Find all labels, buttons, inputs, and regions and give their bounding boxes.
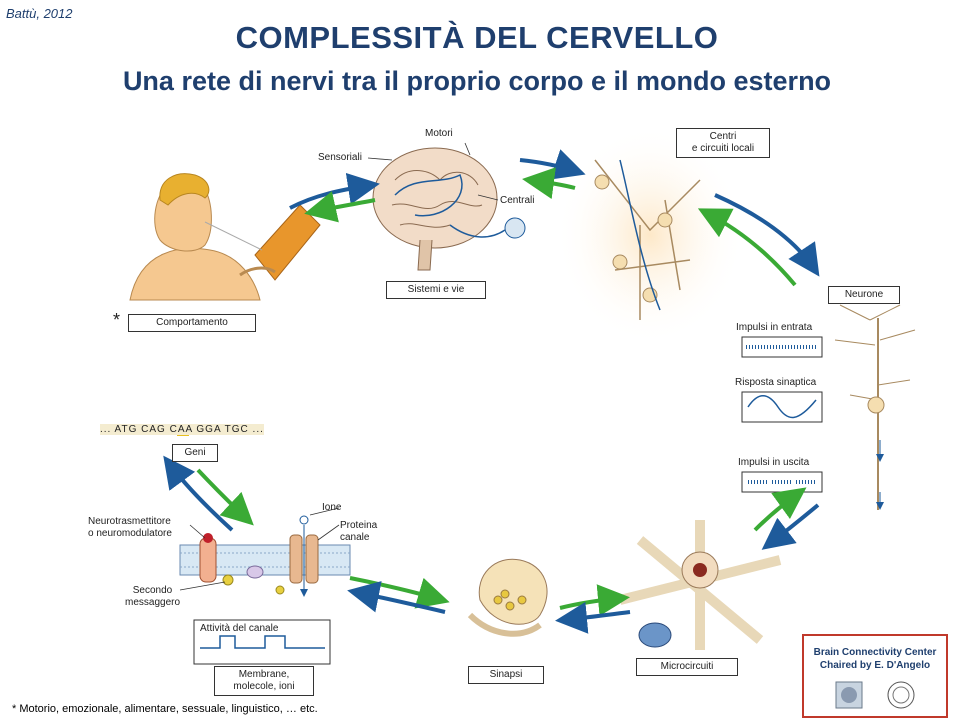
neurotrasmettitore-line2: o neuromodulatore xyxy=(88,528,172,539)
brand-line2: Chaired by E. D'Angelo xyxy=(819,660,931,671)
brain-illustration xyxy=(372,147,526,271)
author-credit: Battù, 2012 xyxy=(6,6,73,21)
centri-line2: e circuiti locali xyxy=(691,143,755,154)
leader-lines xyxy=(179,142,499,591)
proteina-line1: Proteina xyxy=(340,520,378,531)
dna-sequence: ... ATG CAG CAA GGA TGC ... xyxy=(100,424,264,435)
label-centrali: Centrali xyxy=(500,195,535,206)
comportamento-asterisk: * xyxy=(113,310,121,330)
secondo-line1: Secondo xyxy=(132,585,173,596)
label-neurone: Neurone xyxy=(828,286,900,304)
label-risposta-sinaptica: Risposta sinaptica xyxy=(735,377,817,388)
membrane-line1: Membrane, xyxy=(238,669,290,680)
microcircuit-illustration xyxy=(618,520,782,650)
label-comportamento: Comportamento xyxy=(128,314,256,332)
person-illustration xyxy=(129,173,321,301)
impulse-traces xyxy=(193,336,823,665)
label-sensoriali: Sensoriali xyxy=(318,152,362,163)
centri-line1: Centri xyxy=(709,131,737,142)
cycle-arrows xyxy=(163,149,820,634)
brand-line1: Brain Connectivity Center xyxy=(813,647,937,658)
label-geni: Geni xyxy=(172,444,218,462)
label-ione: Ione xyxy=(322,502,342,513)
local-circuit-illustration xyxy=(555,125,745,345)
label-membrane: Membrane, molecole, ioni xyxy=(214,666,314,696)
label-attivita-canale: Attività del canale xyxy=(200,623,279,634)
label-secondo-messaggero: Secondo messaggero xyxy=(125,585,180,609)
label-impulsi-entrata: Impulsi in entrata xyxy=(736,322,813,333)
proteina-line2: canale xyxy=(340,532,370,543)
label-motori: Motori xyxy=(425,128,453,139)
label-sistemi-e-vie: Sistemi e vie xyxy=(386,281,486,299)
secondo-line2: messaggero xyxy=(125,597,181,608)
page-subtitle: Una rete di nervi tra il proprio corpo e… xyxy=(122,66,832,96)
label-microcircuiti: Microcircuiti xyxy=(636,658,738,676)
brand-logos xyxy=(835,681,915,709)
membrane-illustration xyxy=(179,515,351,597)
label-sinapsi: Sinapsi xyxy=(468,666,544,684)
synapse-illustration xyxy=(467,558,548,637)
membrane-line2: molecole, ioni xyxy=(233,681,295,692)
label-neurotrasmettitore: Neurotrasmettitore o neuromodulatore xyxy=(88,516,172,540)
neuron-illustration xyxy=(834,304,916,510)
page-title: COMPLESSITÀ DEL CERVELLO xyxy=(235,20,719,55)
footnote: * Motorio, emozionale, alimentare, sessu… xyxy=(12,703,318,715)
label-centri: Centri e circuiti locali xyxy=(676,128,770,158)
label-proteina-canale: Proteina canale xyxy=(340,520,377,544)
brand-box: Brain Connectivity Center Chaired by E. … xyxy=(802,634,948,718)
label-impulsi-uscita: Impulsi in uscita xyxy=(738,457,810,468)
neurotrasmettitore-line1: Neurotrasmettitore xyxy=(88,516,171,527)
